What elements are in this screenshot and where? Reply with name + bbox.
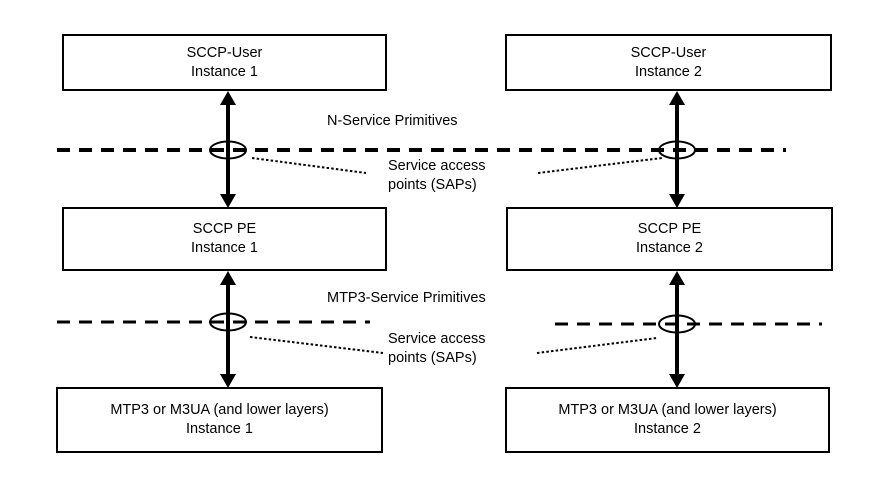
box-mtp3-m3ua-instance-2: MTP3 or M3UA (and lower layers) Instance…: [505, 387, 830, 453]
box-title: SCCP-User: [630, 44, 707, 61]
label-service-access-points-upper: Service access points (SAPs): [388, 158, 486, 193]
sap-leader-upper-right: [537, 157, 663, 174]
box-title: SCCP PE: [637, 221, 702, 237]
arrow-sccpuser2-sccppe2: [669, 91, 685, 208]
box-instance: Instance 1: [186, 421, 253, 437]
arrow-sccpuser1-sccppe1: [220, 91, 236, 208]
box-instance: Instance 2: [634, 421, 701, 437]
box-mtp3-m3ua-instance-1: MTP3 or M3UA (and lower layers) Instance…: [56, 387, 383, 453]
box-sccp-pe-instance-2: SCCP PE Instance 2: [506, 207, 833, 271]
box-instance: Instance 1: [191, 63, 258, 80]
sap-leader-lower-left: [249, 336, 384, 354]
label-service-access-points-lower: Service access points (SAPs): [388, 331, 486, 366]
box-title: MTP3 or M3UA (and lower layers): [110, 402, 329, 418]
box-sccp-user-instance-2: SCCP-User Instance 2: [505, 34, 832, 91]
box-sccp-user-instance-1: SCCP-User Instance 1: [62, 34, 387, 91]
sap-ellipse-upper-left: [209, 140, 247, 160]
box-sccp-pe-instance-1: SCCP PE Instance 1: [62, 207, 387, 271]
arrow-sccppe1-mtp31: [220, 271, 236, 388]
sap-leader-upper-left: [251, 157, 367, 174]
box-title: MTP3 or M3UA (and lower layers): [558, 402, 777, 418]
sap-ellipse-lower-left: [209, 312, 247, 332]
label-mtp3-service-primitives: MTP3-Service Primitives: [327, 290, 486, 306]
box-instance: Instance 2: [636, 240, 703, 256]
arrow-sccppe2-mtp32: [669, 271, 685, 388]
sap-leader-lower-right: [536, 337, 658, 354]
box-instance: Instance 2: [635, 63, 702, 80]
box-title: SCCP PE: [192, 221, 257, 237]
box-title: SCCP-User: [186, 44, 263, 61]
box-instance: Instance 1: [191, 240, 258, 256]
sap-ellipse-upper-right: [658, 140, 696, 160]
sap-ellipse-lower-right: [658, 314, 696, 334]
label-n-service-primitives: N-Service Primitives: [327, 113, 458, 129]
